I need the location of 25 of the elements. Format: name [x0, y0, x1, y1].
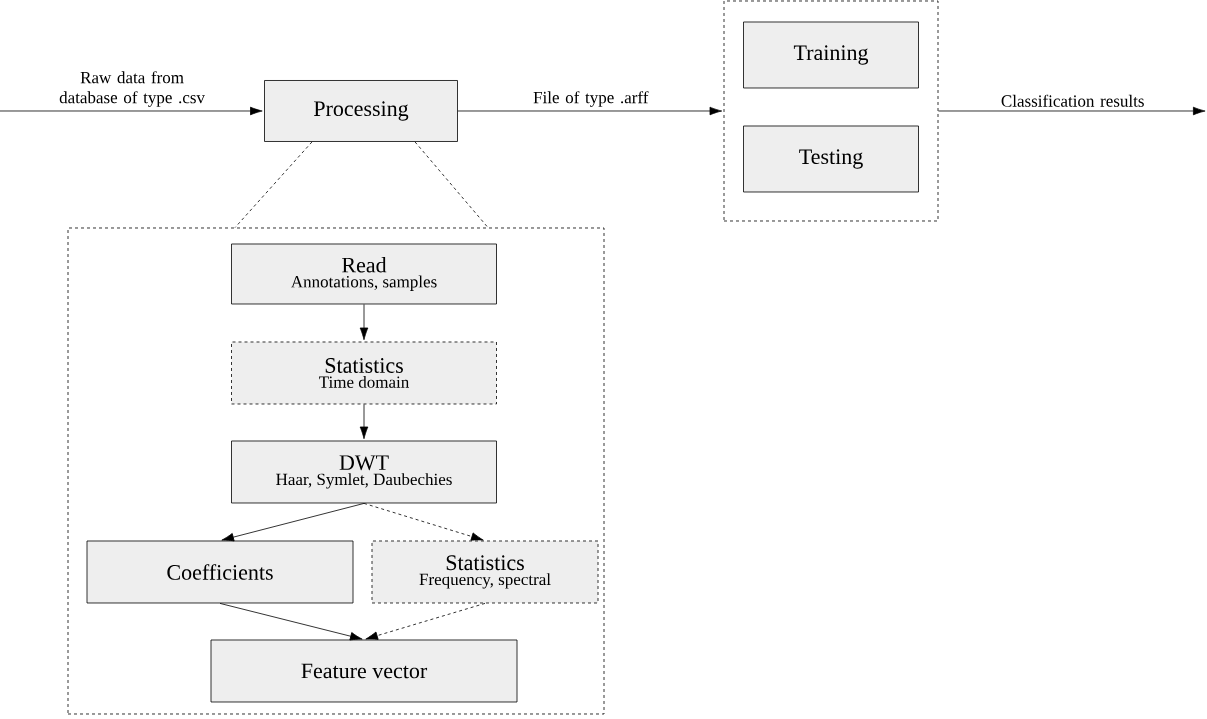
process-box: Training: [743, 21, 919, 89]
arrow: [221, 503, 365, 542]
arrow: [938, 106, 1206, 116]
detail-frame: [67, 227, 605, 715]
process-box: Statistics Frequency, spectral: [371, 540, 599, 604]
process-box: Processing: [264, 80, 458, 142]
arrow: [219, 603, 363, 641]
process-box: DWT Haar, Symlet, Daubechies: [231, 440, 497, 504]
process-box: Testing: [743, 125, 919, 193]
arrow: [359, 404, 369, 440]
process-box: Statistics Time domain: [231, 341, 497, 405]
arrow: [0, 106, 263, 116]
arrow: [457, 106, 723, 116]
edge-label: Raw data from database of type .csv: [59, 71, 205, 107]
arrow: [363, 503, 484, 541]
group-frame: [723, 0, 939, 222]
edge-label: Classification results: [1001, 94, 1144, 107]
arrow: [365, 603, 486, 640]
connector-line: [234, 141, 313, 228]
process-box: Feature vector: [210, 639, 518, 703]
arrow: [359, 304, 369, 341]
connector-line: [414, 141, 489, 228]
edge-label: File of type .arff: [533, 91, 649, 107]
process-box: Coefficients: [86, 540, 354, 604]
process-box: Read Annotations, samples: [231, 243, 497, 305]
